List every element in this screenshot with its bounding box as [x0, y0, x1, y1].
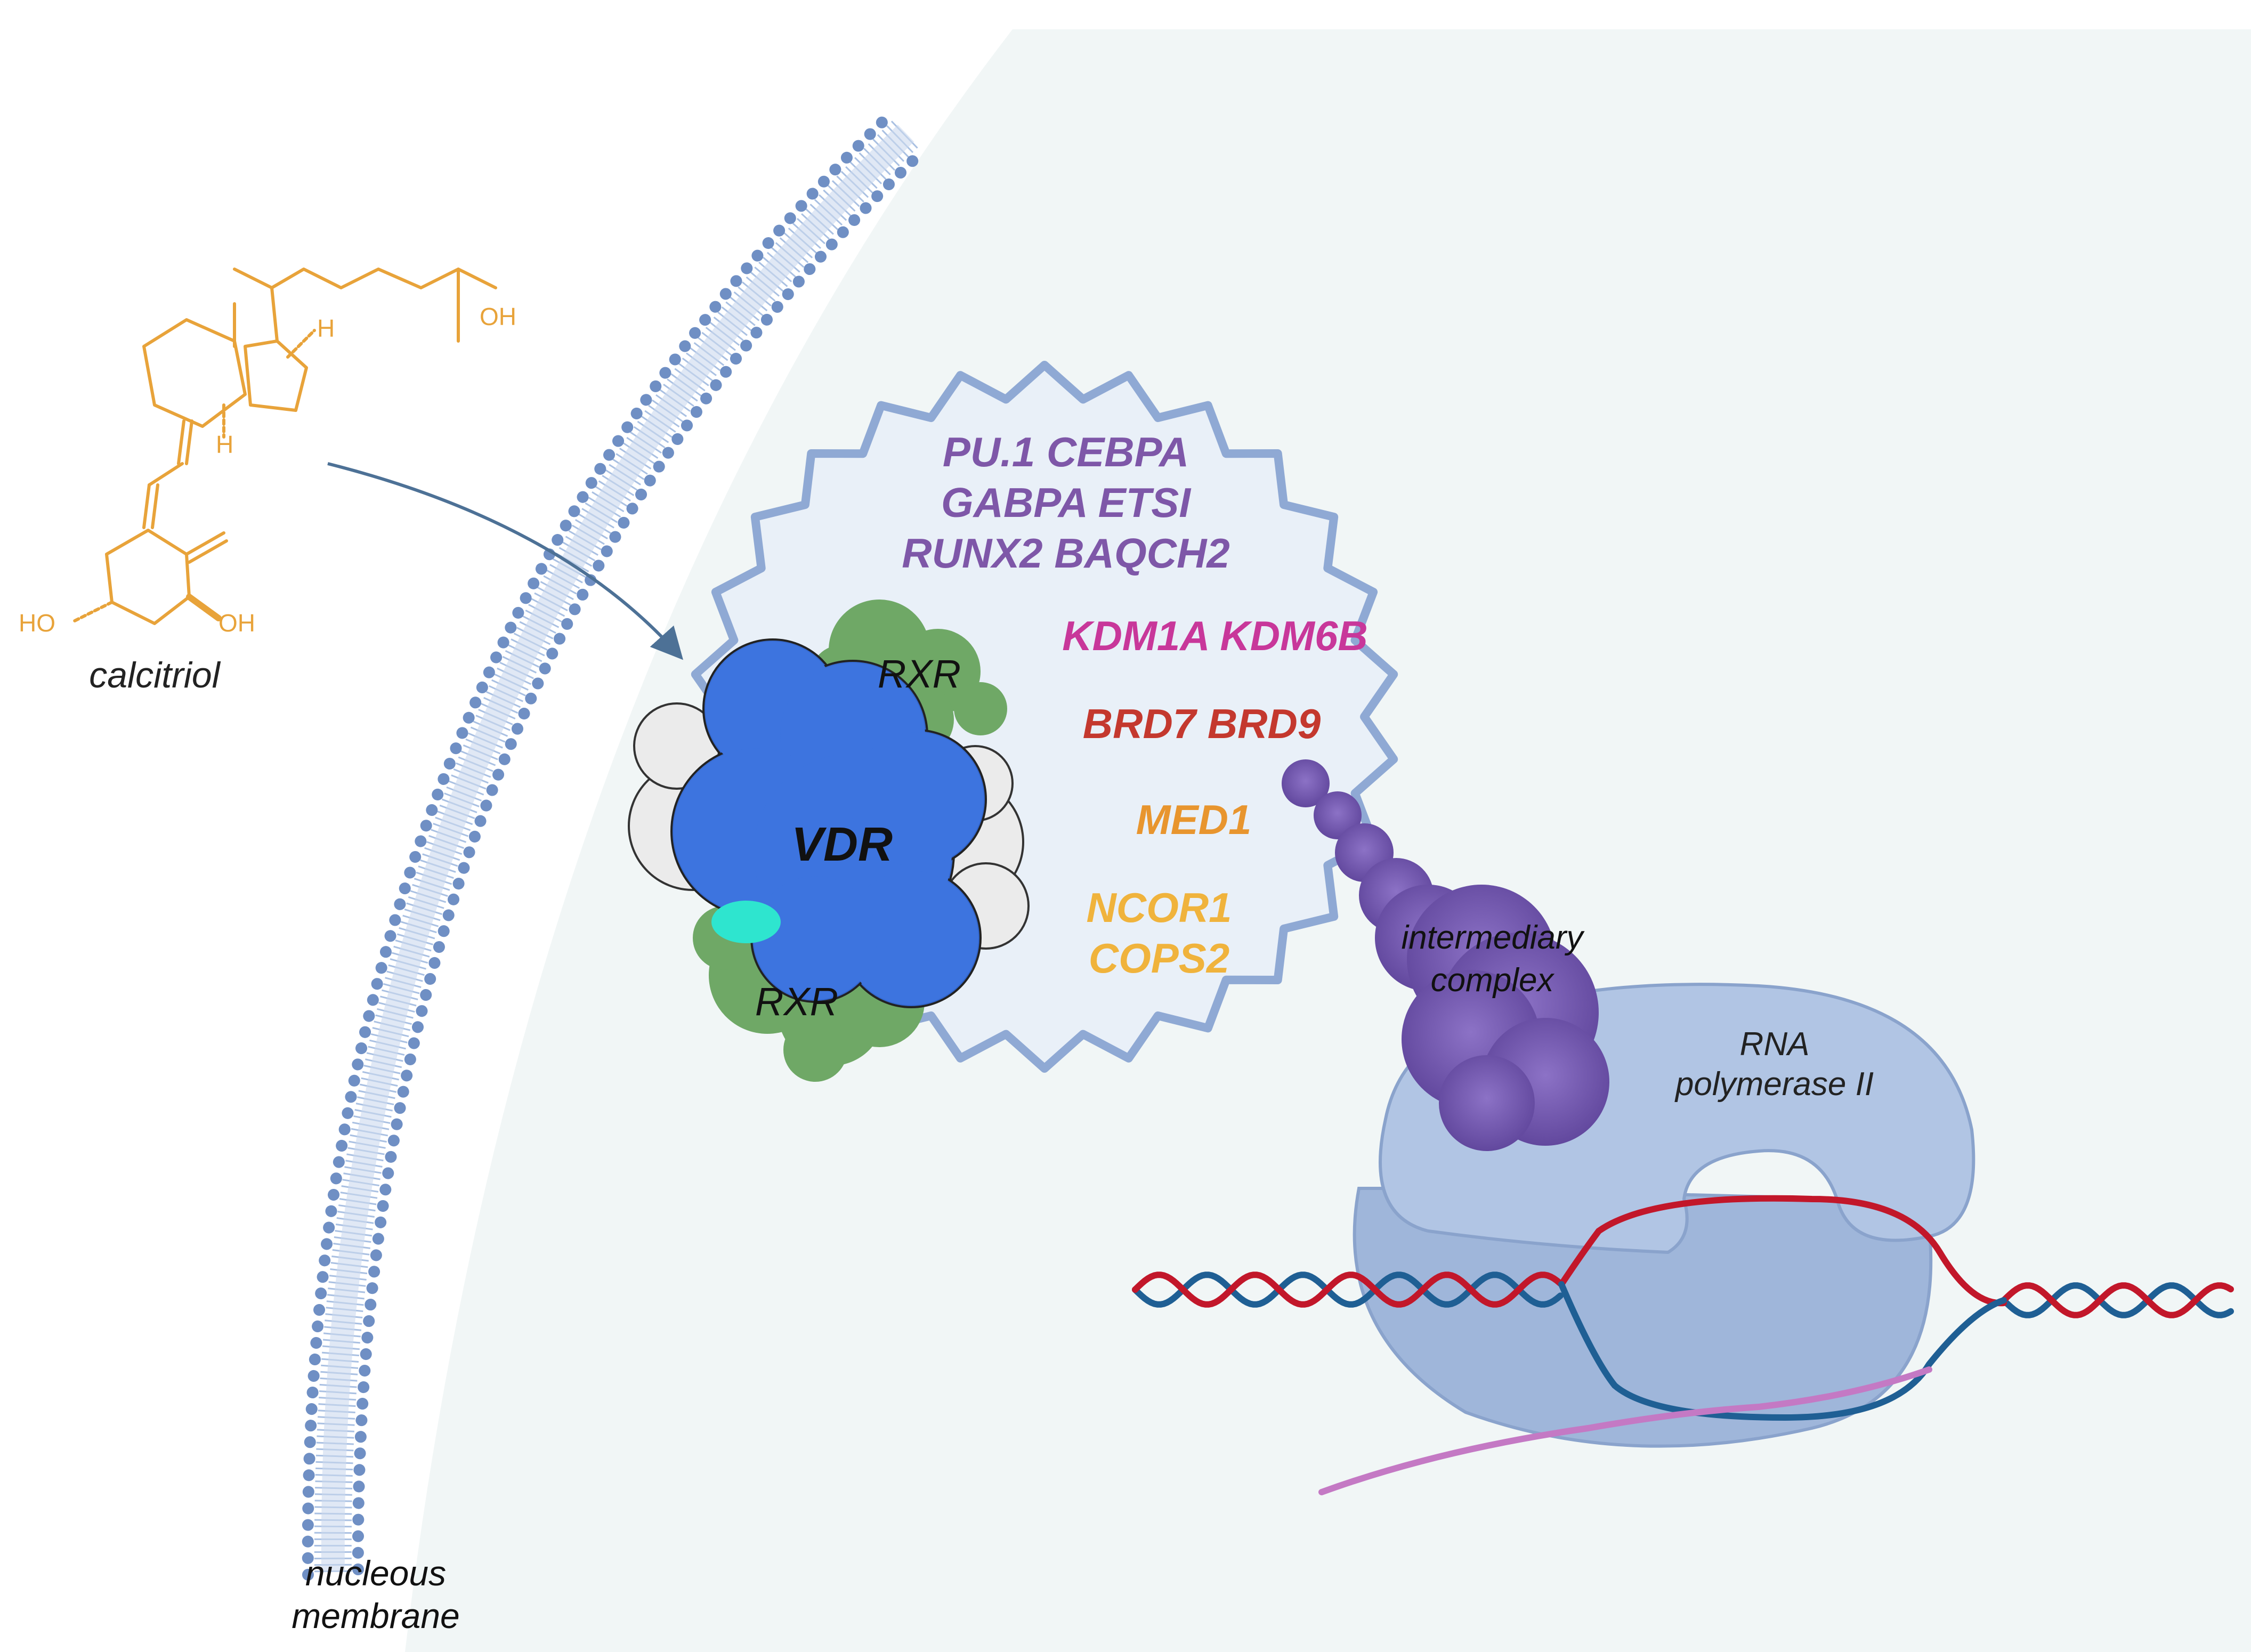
- calcitriol-atom-labels: OH H H HO OH: [19, 303, 516, 637]
- membrane-label-line1: nucleous: [305, 1553, 446, 1593]
- factor-line: BRD7 BRD9: [1083, 700, 1321, 747]
- atom-ho-left: HO: [19, 609, 55, 637]
- factor-line: RUNX2 BAQCH2: [902, 530, 1229, 577]
- vdr-teal-region: [711, 901, 781, 943]
- factor-line: MED1: [1136, 796, 1252, 843]
- rna-transcript: [1318, 1366, 1932, 1495]
- intermediary-complex-label-line2: complex: [1431, 962, 1555, 999]
- factor-line: KDM1A KDM6B: [1062, 612, 1367, 659]
- intermediary-complex: [1282, 759, 1609, 1151]
- factor-line: PU.1 CEBPA: [943, 428, 1189, 475]
- rna-polymerase-label-line1: RNA: [1740, 1026, 1810, 1063]
- membrane-label-line2: membrane: [292, 1596, 459, 1635]
- vdr-label: VDR: [791, 818, 893, 871]
- factor-line: NCOR1: [1086, 884, 1232, 931]
- intermediary-complex-label-line1: intermediary: [1401, 919, 1585, 956]
- nucleus-membrane: [302, 109, 928, 1581]
- calcitriol-structure: [73, 268, 497, 625]
- atom-h-bottom: H: [216, 431, 233, 458]
- factor-line: COPS2: [1089, 935, 1229, 982]
- rxr-top-label: RXR: [878, 652, 961, 696]
- binding-arrow: [327, 462, 684, 660]
- atom-oh-right: OH: [218, 609, 255, 637]
- calcitriol-label: calcitriol: [89, 655, 221, 695]
- rna-polymerase-label-line2: polymerase II: [1674, 1066, 1874, 1103]
- vdr-rxr-complex: [628, 600, 1030, 1082]
- rxr-bottom-label: RXR: [755, 979, 838, 1024]
- dna-double-helix: [1132, 1195, 2234, 1421]
- atom-oh-sidechain: OH: [480, 303, 516, 330]
- atom-h-top: H: [317, 314, 335, 342]
- factor-line: GABPA ETSI: [941, 479, 1191, 526]
